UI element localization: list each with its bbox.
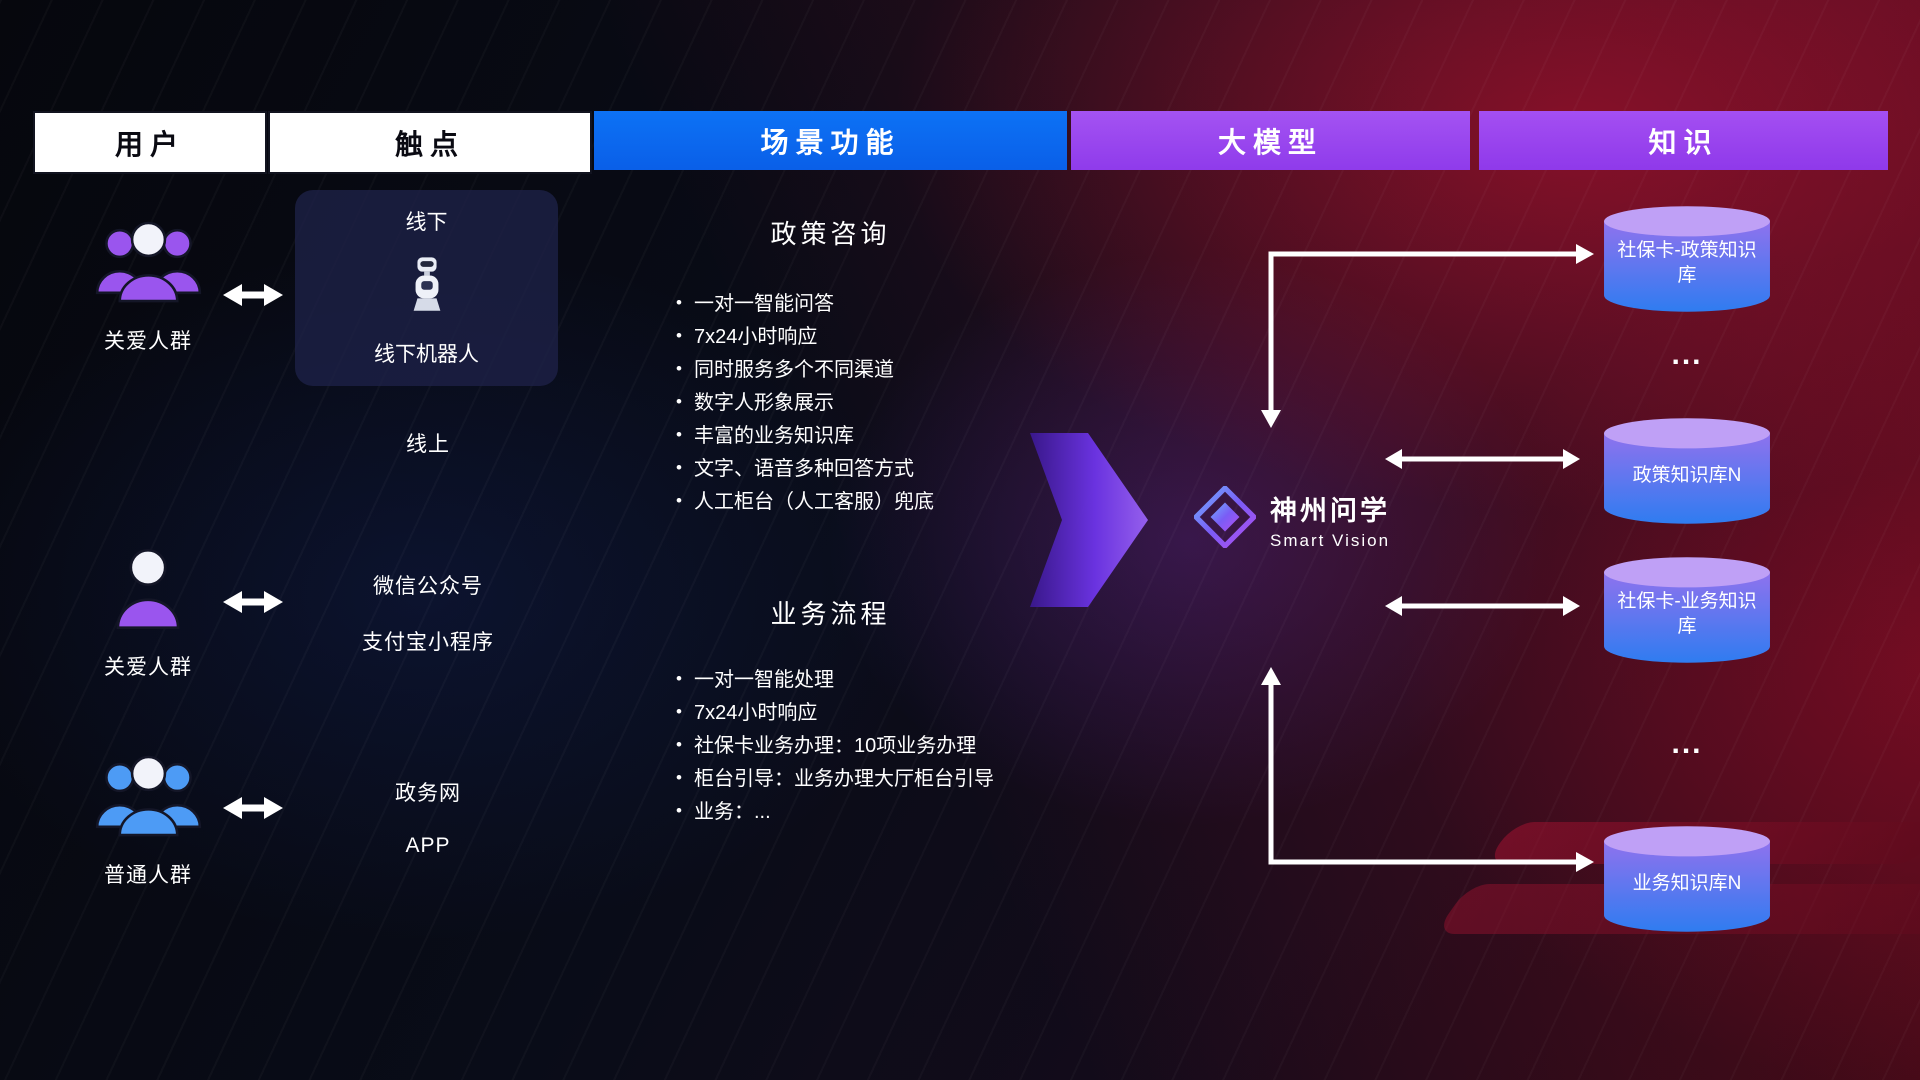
gov-web-channel: 政务网 — [395, 782, 461, 805]
header-large-model: 大模型 — [1071, 111, 1470, 170]
offline-robot-label: 线下机器人 — [374, 343, 479, 366]
offline-title: 线下 — [405, 211, 448, 234]
brand-subtitle: Smart Vision — [1270, 530, 1391, 550]
ellipsis-more: ... — [1671, 338, 1703, 371]
knowledge-base-label: 社保卡-业务知识库 — [1617, 591, 1757, 637]
group-users-purple-icon — [91, 216, 206, 311]
user-group-label: 关爱人群 — [104, 330, 192, 353]
list-item: 同时服务多个不同渠道 — [676, 354, 934, 387]
header-scene-functions: 场景功能 — [594, 111, 1067, 170]
knowledge-base-label: 业务知识库N — [1632, 872, 1742, 894]
list-item: 数字人形象展示 — [676, 387, 934, 420]
user-group-general: 普通人群 — [33, 750, 263, 889]
group-users-blue-icon — [91, 750, 206, 845]
header-touchpoints: 触点 — [268, 111, 592, 174]
list-item: 社保卡业务办理：10项业务办理 — [676, 730, 994, 763]
alipay-channel: 支付宝小程序 — [362, 631, 494, 654]
database-cylinder: 社保卡-政策知识库 — [1599, 205, 1775, 313]
single-user-purple-icon — [110, 546, 186, 637]
list-item: 一对一智能问答 — [676, 288, 934, 321]
business-process-list: 一对一智能处理 7x24小时响应 社保卡业务办理：10项业务办理 柜台引导：业务… — [676, 664, 994, 829]
list-item: 文字、语音多种回答方式 — [676, 453, 934, 486]
robot-icon — [406, 254, 448, 321]
knowledge-base-label: 社保卡-政策知识库 — [1617, 240, 1757, 286]
knowledge-base-label: 政策知识库N — [1632, 464, 1742, 486]
list-item: 一对一智能处理 — [676, 664, 994, 697]
user-group-label: 普通人群 — [104, 864, 192, 887]
flow-arrow-icon — [1030, 427, 1150, 618]
policy-consult-title: 政策咨询 — [770, 219, 891, 249]
list-item: 7x24小时响应 — [676, 321, 934, 354]
header-knowledge: 知识 — [1479, 111, 1888, 170]
user-single-label: 关爱人群 — [104, 656, 192, 679]
database-cylinder: 政策知识库N — [1599, 417, 1775, 525]
database-cylinder: 业务知识库N — [1599, 825, 1775, 933]
app-channel: APP — [405, 834, 451, 857]
list-item: 业务：... — [676, 796, 994, 829]
list-item: 柜台引导：业务办理大厅柜台引导 — [676, 763, 994, 796]
online-label: 线上 — [406, 433, 450, 456]
brand-name: 神州问学 — [1270, 495, 1390, 526]
header-users: 用户 — [33, 111, 267, 174]
diamond-logo-icon — [1193, 485, 1257, 553]
ellipsis-more: ... — [1671, 727, 1703, 760]
brand-block: 神州问学 Smart Vision — [1193, 485, 1391, 553]
policy-consult-list: 一对一智能问答 7x24小时响应 同时服务多个不同渠道 数字人形象展示 丰富的业… — [676, 288, 934, 519]
list-item: 7x24小时响应 — [676, 697, 994, 730]
list-item: 人工柜台（人工客服）兜底 — [676, 486, 934, 519]
user-group-care: 关爱人群 — [33, 216, 263, 355]
business-process-title: 业务流程 — [770, 599, 891, 629]
database-cylinder: 社保卡-业务知识库 — [1599, 556, 1775, 664]
offline-robot-card: 线下 线下机器人 — [295, 190, 558, 386]
wechat-channel: 微信公众号 — [373, 575, 483, 598]
list-item: 丰富的业务知识库 — [676, 420, 934, 453]
user-single-care: 关爱人群 — [33, 546, 263, 681]
